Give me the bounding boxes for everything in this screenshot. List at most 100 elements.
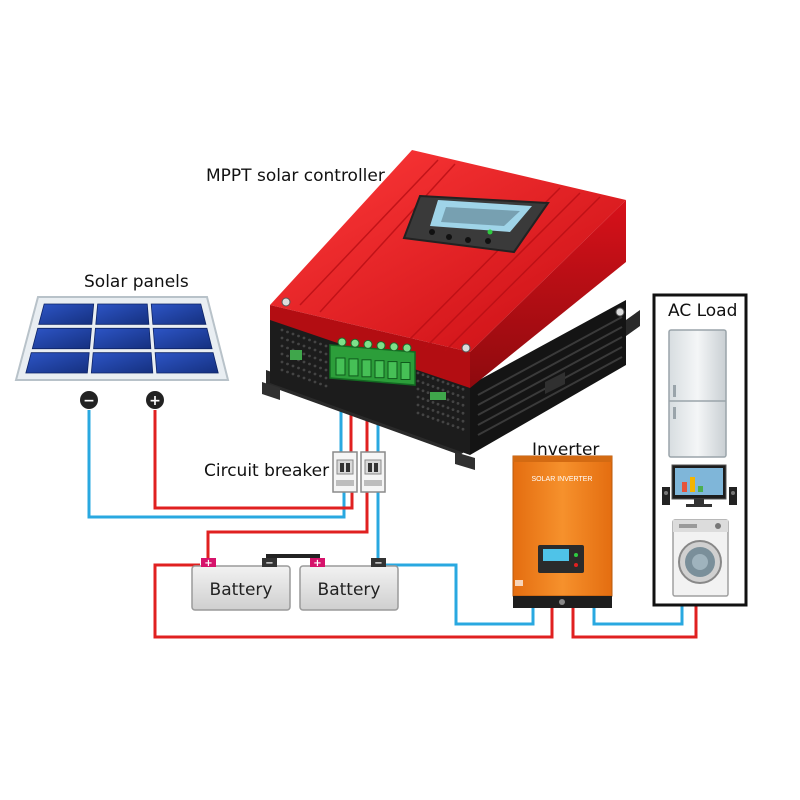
vent-hole [308,362,311,366]
vent-hole [291,372,295,376]
vent-hole [431,409,435,412]
vent-hole [431,385,435,388]
vent-hole [324,376,328,380]
solar-cell [154,352,219,374]
breaker-to-battery-positive-wire [206,492,369,558]
vent-hole [324,344,328,348]
vent-hole [416,379,420,383]
solar-cell [95,303,150,325]
vent-hole [286,346,289,350]
vent-hole [451,416,455,419]
inverter-to-load-positive-wire [571,606,698,639]
vent-holes [280,328,465,431]
solar-cell [31,327,92,350]
vent-hole [308,378,311,382]
vent-hole [416,395,420,399]
vent-hole [291,364,295,368]
vent-hole [286,362,289,366]
circuit-breaker-1 [332,451,358,493]
vent-hole [461,427,465,431]
vent-hole [451,408,455,411]
panel-negative-wire [87,410,346,519]
vent-hole [291,340,295,344]
panels-label: Solar panels [84,272,189,292]
vent-hole [308,346,311,350]
refrigerator-icon [668,329,727,458]
vent-hole [416,371,420,375]
vent-hole [436,378,440,382]
vent-hole [416,411,420,415]
battery-2-positive-label: + [313,558,321,569]
vent-hole [280,328,284,332]
terminal-slot [335,357,346,376]
circuit-breaker-2 [360,451,386,493]
controller-button-2 [446,234,452,240]
inverter-brand-label: SOLAR INVERTER [532,476,593,483]
circuit-breaker-icon [332,451,386,493]
battery-icon: + − Battery + − Battery [191,558,399,611]
vent-hole [441,404,445,408]
vent-hole [461,395,465,399]
vent-hole [319,366,322,370]
vent-hole [421,381,425,385]
solar-panel-icon: − + [14,296,230,409]
vent-hole [446,406,450,410]
vent-hole [421,397,425,401]
mppt-controller-icon [262,150,640,470]
vent-hole [308,370,311,374]
vent-hole [297,374,300,378]
vent-hole [456,386,460,389]
vent-hole [436,402,440,406]
controller-button-4 [485,238,491,244]
vent-hole [324,384,328,388]
vent-hole [319,374,322,378]
computer-icon [662,464,737,507]
vent-hole [456,402,460,405]
vent-hole [431,377,435,380]
panel-positive-terminal: + [149,393,161,409]
vent-hole [421,405,425,409]
controller-button-1 [429,229,435,235]
vent-hole [426,391,430,394]
terminal-slot [400,362,411,380]
controller-button-3 [465,237,471,243]
battery-1: + − Battery [191,558,291,611]
vent-hole [451,392,455,395]
vent-hole [446,414,450,418]
vent-hole [426,375,430,378]
vent-hole [441,412,445,416]
vent-hole [291,332,295,336]
vent-hole [461,411,465,415]
battery-1-label: Battery [210,580,273,600]
vent-hole [280,360,284,364]
vent-hole [436,410,440,414]
vent-hole [446,382,450,386]
terminal-slot [348,358,359,377]
terminal-screw [402,343,412,353]
vent-hole [461,403,465,407]
vent-hole [421,413,425,417]
vent-hole [456,426,460,429]
vent-hole [446,398,450,402]
solar-cell [25,352,90,374]
battery-2-negative-label: − [374,558,382,569]
vent-hole [313,372,317,376]
vent-hole [313,356,317,360]
washing-machine-icon [672,519,729,597]
vent-hole [421,389,425,393]
terminal-screw [389,342,399,352]
vent-hole [286,330,289,334]
vent-hole [461,387,465,391]
ac-load-box [652,293,748,607]
vent-hole [286,370,289,374]
inverter-to-load-negative-wire [592,606,684,626]
vent-hole [286,338,289,342]
vent-hole [313,364,317,368]
vent-hole [416,403,420,407]
vent-hole [302,344,306,348]
vent-hole [308,338,311,342]
battery-1-negative-label: − [265,558,273,569]
solar-cell [38,303,95,325]
vent-hole [280,368,284,372]
